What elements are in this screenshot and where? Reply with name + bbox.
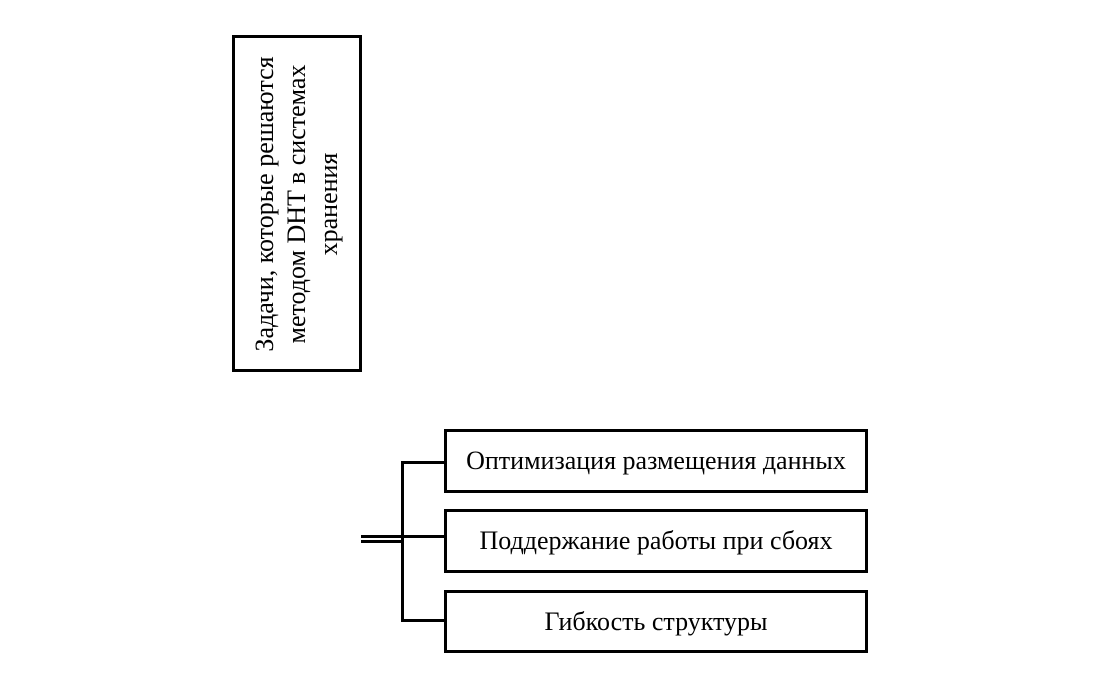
root-task-box-text: Задачи, которые решаются методом DHT в с…: [235, 38, 359, 369]
task-box-flexibility-label: Гибкость структуры: [544, 606, 768, 636]
connector-branch-1: [401, 461, 444, 464]
root-task-box: Задачи, которые решаются методом DHT в с…: [232, 35, 362, 372]
connector-spine: [401, 461, 404, 622]
connector-double-line-lower: [361, 540, 404, 543]
task-box-fault-tolerance: Поддержание работы при сбоях: [444, 509, 868, 573]
task-box-flexibility: Гибкость структуры: [444, 590, 868, 653]
task-box-optimization: Оптимизация размещения данных: [444, 429, 868, 493]
root-task-box-line-3: хранения: [314, 152, 343, 255]
task-box-optimization-label: Оптимизация размещения данных: [466, 446, 846, 475]
root-task-box-line-1: Задачи, которые решаются: [250, 55, 279, 352]
root-task-box-line-2: методом DHT в системах: [282, 64, 311, 343]
connector-branch-3: [401, 619, 444, 622]
task-box-fault-tolerance-label: Поддержание работы при сбоях: [479, 526, 833, 555]
